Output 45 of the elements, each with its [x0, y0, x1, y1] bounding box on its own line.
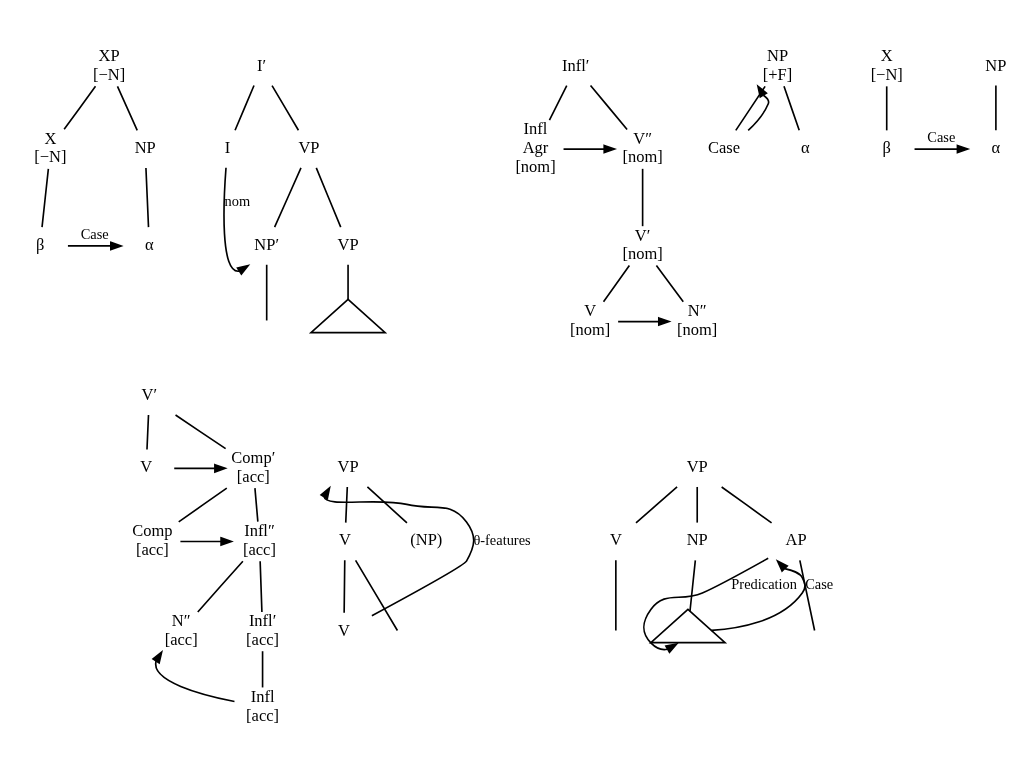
node-text: NP′: [254, 234, 280, 254]
edge-label: Case: [805, 575, 834, 592]
node-text: VP: [337, 456, 359, 476]
node-text: β: [882, 137, 891, 157]
node-text: X [−N]: [34, 128, 67, 166]
node-text: AP: [785, 529, 807, 549]
node-text: Infl Agr [nom]: [515, 118, 556, 176]
node-text: XP [−N]: [93, 45, 126, 84]
node-text: NP: [985, 55, 1007, 75]
node-text: Infl″ [acc]: [243, 520, 276, 559]
node-text: Infl′: [561, 55, 590, 75]
edge-label: nom: [224, 192, 251, 209]
node-text: N″ [acc]: [164, 610, 198, 649]
node-text: X [−N]: [870, 45, 903, 84]
node-text: α: [991, 137, 1001, 157]
node-text: NP: [686, 529, 708, 549]
node-text: V: [140, 456, 153, 476]
edge-label: Predication: [731, 575, 797, 592]
node-text: V: [337, 620, 350, 640]
node-text: VP: [686, 456, 708, 476]
edge-label: θ-features: [473, 531, 531, 548]
node-text: N″ [nom]: [677, 300, 718, 339]
node-text: V′ [nom]: [622, 225, 663, 263]
node-text: Infl [acc]: [246, 686, 280, 724]
edge-label: Case: [927, 128, 956, 145]
node-text: VP: [337, 234, 359, 254]
node-text: α: [144, 234, 154, 254]
node-text: Comp′ [acc]: [231, 447, 276, 486]
node-text: (NP): [410, 529, 443, 549]
node-text: Case: [707, 137, 740, 157]
node-text: V [nom]: [569, 300, 611, 339]
node-text: VP: [298, 137, 320, 157]
node-text: NP [+F]: [762, 45, 793, 84]
node-text: V′: [141, 384, 158, 404]
node-text: V: [339, 529, 351, 549]
node-text: I′: [257, 55, 267, 75]
node-text: V: [609, 529, 622, 549]
node-text: α: [801, 137, 810, 157]
node-text: β: [35, 234, 45, 254]
node-text: V″ [nom]: [622, 128, 663, 166]
node-text: NP: [134, 137, 156, 157]
node-text: Comp [acc]: [132, 520, 173, 559]
node-text: I: [224, 137, 231, 157]
edge-label: Case: [80, 225, 109, 242]
node-text: Infl′ [acc]: [246, 610, 280, 649]
